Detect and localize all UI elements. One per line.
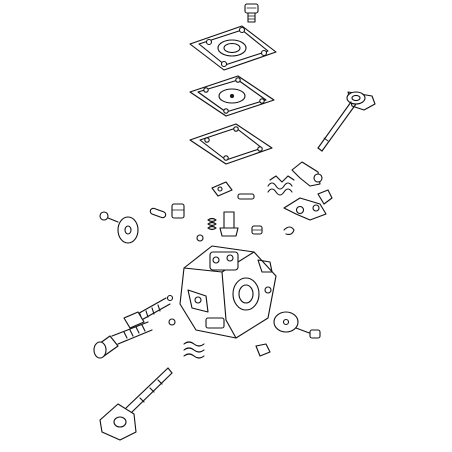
top-screw <box>244 3 259 23</box>
adjustment-screw-low <box>123 294 174 329</box>
throttle-lever-cluster <box>251 161 333 236</box>
choke-shaft <box>317 91 376 152</box>
inlet-needle-parts <box>196 181 255 242</box>
gasket <box>189 123 273 165</box>
cover-plate <box>189 25 277 71</box>
adjustment-screw-high <box>93 318 176 359</box>
idle-spring <box>183 341 205 359</box>
carburetor-body <box>179 245 277 339</box>
throttle-plate <box>255 311 321 357</box>
left-small-parts <box>99 203 185 244</box>
throttle-shaft <box>99 367 173 441</box>
metering-diaphragm <box>189 75 275 117</box>
